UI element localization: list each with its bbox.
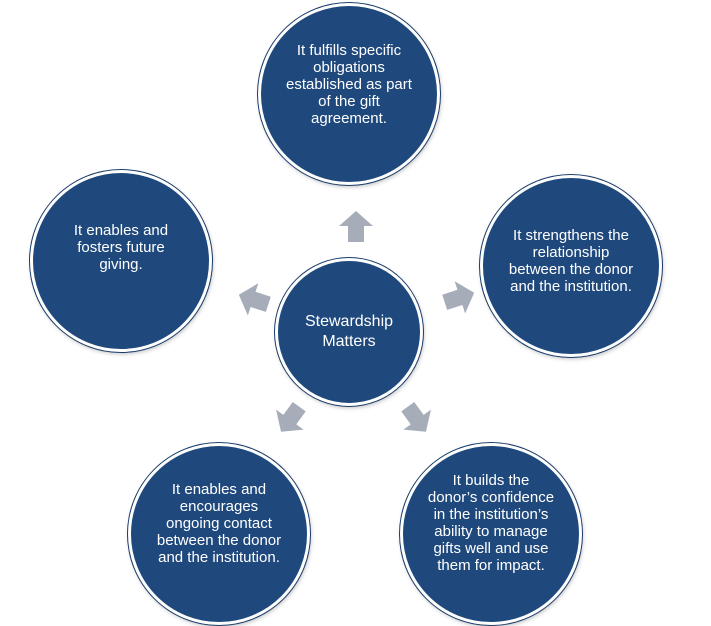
node-bottom-right-circle: It builds the donor’s confidence in the … <box>400 443 582 625</box>
node-bottom-right-text: It builds the donor’s confidence in the … <box>427 472 555 574</box>
node-left-text: It enables and fosters future giving. <box>73 221 169 273</box>
node-right-text: It strengthens the relationship between … <box>508 227 634 295</box>
center-circle: Stewardship Matters <box>275 258 423 406</box>
arrow-to-left <box>238 283 271 316</box>
node-top-circle: It fulfills specific obligations establi… <box>258 3 440 185</box>
node-right-circle: It strengthens the relationship between … <box>480 175 662 357</box>
arrow-to-top <box>339 211 373 242</box>
arrow-to-bottom-right <box>401 401 431 432</box>
arrow-to-bottom-left <box>276 401 306 432</box>
node-left-circle: It enables and fosters future giving. <box>30 170 212 352</box>
node-top-text: It fulfills specific obligations establi… <box>286 41 412 127</box>
node-bottom-left-circle: It enables and encourages ongoing contac… <box>128 443 310 625</box>
node-bottom-left-text: It enables and encourages ongoing contac… <box>156 480 282 566</box>
arrow-to-right <box>442 281 475 314</box>
center-title: Stewardship Matters <box>304 313 394 350</box>
